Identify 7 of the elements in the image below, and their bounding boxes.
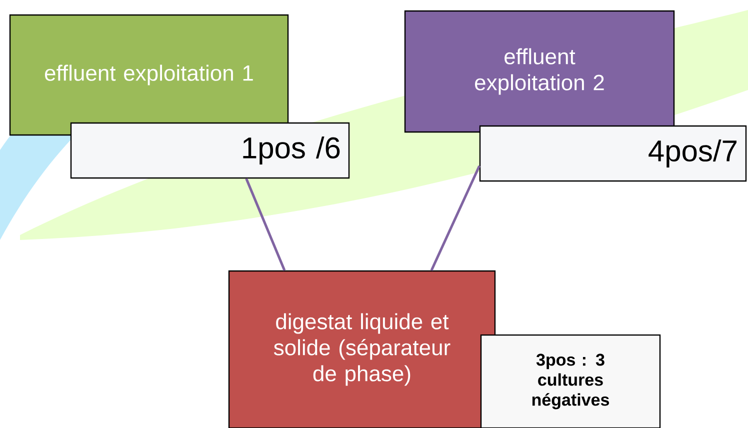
result-box: 4pos/7: [479, 125, 747, 182]
connector-line: [245, 178, 286, 271]
result-box: 1pos /6: [70, 122, 350, 179]
process-box: effluent exploitation 2: [404, 10, 675, 133]
result-box: 3pos : 3 cultures négatives: [480, 334, 661, 428]
process-box: effluent exploitation 1: [9, 14, 289, 136]
process-box: digestat liquide et solide (séparateur de phase): [228, 270, 496, 428]
